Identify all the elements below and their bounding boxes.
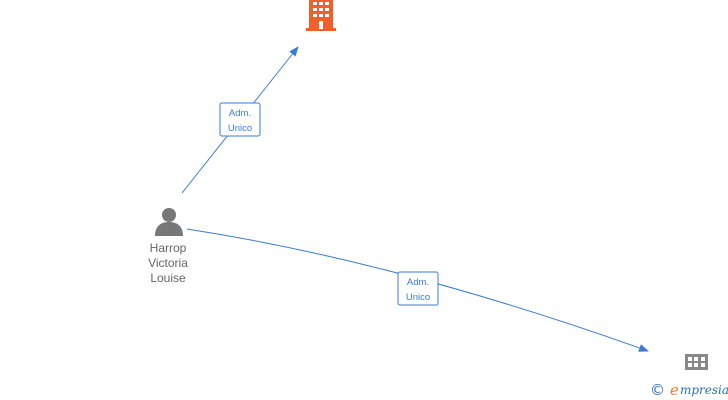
- edge-person-to-company-main: Adm. Unico: [181, 46, 299, 194]
- edge-label-box: [397, 271, 439, 306]
- edge-label-line-1: Adm.: [407, 277, 429, 288]
- edge-label-box: [219, 102, 261, 137]
- person-name-line-3: Louise: [150, 271, 186, 285]
- brand-initial: e: [670, 381, 679, 399]
- edge-label-line-2: Unico: [406, 292, 430, 303]
- edge-label-line-2: Unico: [228, 123, 252, 134]
- edge-label-2[interactable]: Adm. Unico: [397, 271, 439, 306]
- company-node-secondary[interactable]: [685, 354, 708, 370]
- brand-name: mpresia: [680, 383, 728, 397]
- brand-watermark: © e mpresia: [650, 381, 728, 399]
- company-node-main[interactable]: [306, 0, 336, 31]
- person-name-line-2: Victoria: [148, 256, 188, 270]
- building-icon: [306, 0, 336, 31]
- person-name-line-1: Harrop: [150, 241, 187, 255]
- copyright-symbol: ©: [650, 381, 665, 399]
- person-icon: [155, 208, 183, 236]
- edge-label-line-1: Adm.: [229, 108, 251, 119]
- building-small-icon: [685, 354, 708, 370]
- edge-person-to-company-secondary: Adm. Unico: [186, 228, 649, 352]
- person-node[interactable]: Harrop Victoria Louise: [148, 208, 188, 285]
- edge-label-1[interactable]: Adm. Unico: [219, 102, 261, 137]
